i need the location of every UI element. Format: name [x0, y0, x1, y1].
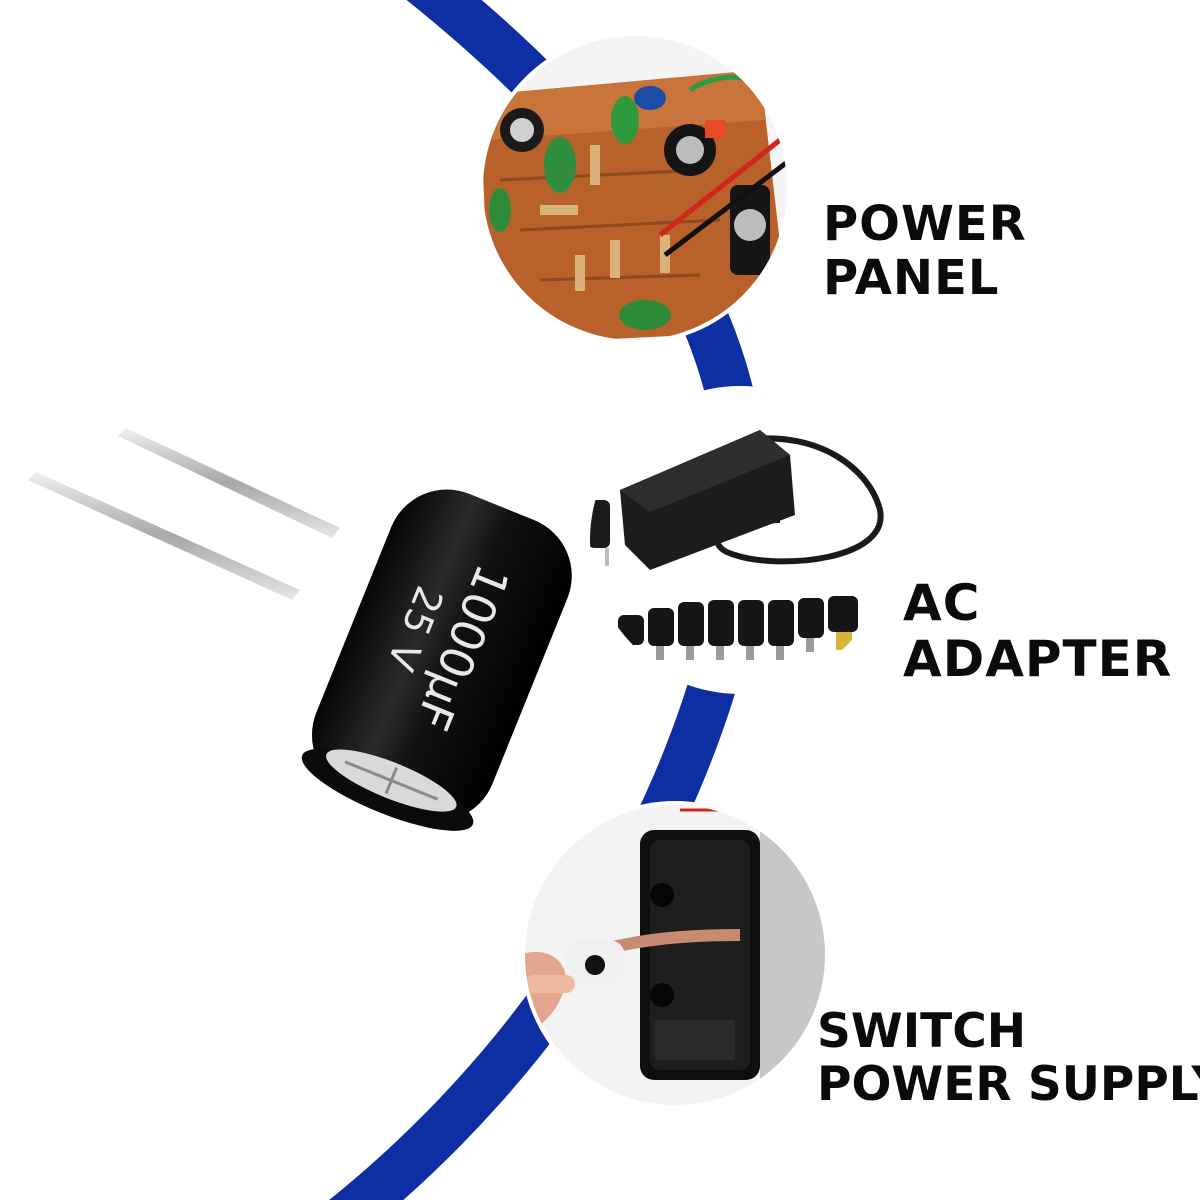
label-switch-line2: POWER SUPPLY	[817, 1056, 1200, 1112]
label-ac-adapter-line2: ADAPTER	[903, 630, 1173, 688]
capacitor-body	[311, 489, 572, 822]
label-ac-adapter-line1: AC	[903, 574, 981, 632]
label-power-panel-line1: POWER	[823, 196, 1027, 252]
ac-adapter-photo	[586, 386, 894, 694]
label-switch-power-supply: SWITCH POWER SUPPLY	[817, 1004, 1200, 1112]
label-switch-line1: SWITCH	[817, 1004, 1027, 1059]
electrolytic-capacitor: 1000µF 25 V	[28, 428, 572, 831]
capacitor-leads	[28, 428, 340, 600]
switch-power-supply-photo	[521, 801, 829, 1109]
label-ac-adapter: AC ADAPTER	[903, 575, 1172, 687]
label-power-panel-line2: PANEL	[823, 249, 1000, 306]
power-panel-photo	[479, 32, 791, 344]
label-power-panel: POWER PANEL	[823, 196, 1027, 306]
